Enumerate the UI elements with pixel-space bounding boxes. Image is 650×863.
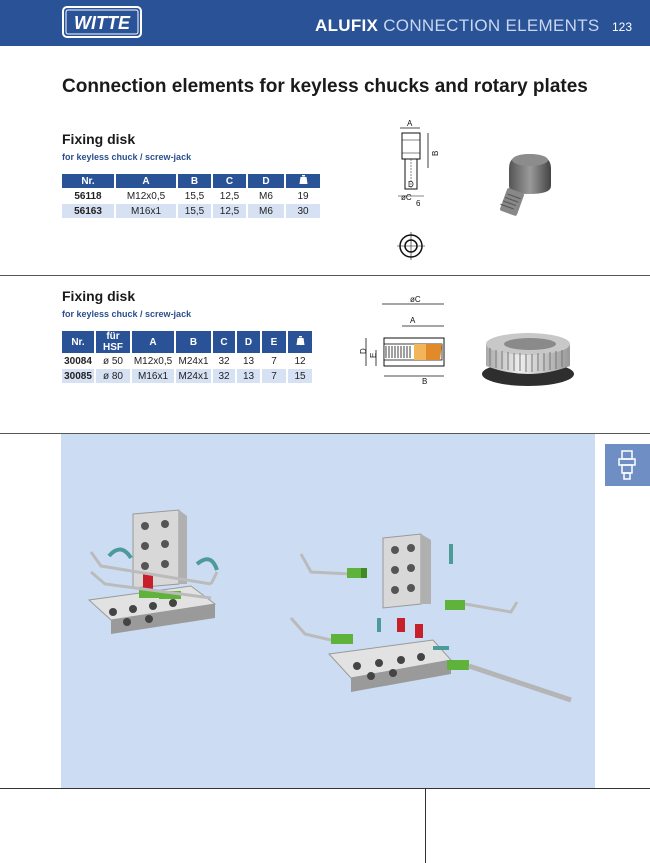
- dim-label-b: B: [422, 377, 427, 386]
- cell: M16x1: [116, 204, 176, 218]
- dim-label-d: D: [408, 180, 414, 189]
- col-header-d: D: [248, 174, 284, 188]
- page-number: 123: [612, 20, 633, 34]
- dim-label-a: A: [407, 119, 413, 128]
- table-row: 56163 M16x1 15,5 12,5 M6 30: [62, 204, 320, 218]
- cell: ø 50: [102, 355, 123, 367]
- col-header-weight: [288, 331, 312, 353]
- cell: M6: [259, 190, 273, 202]
- witte-logo: WITTE: [62, 6, 142, 38]
- col-header-c: C: [213, 331, 235, 353]
- section-divider: [0, 275, 650, 276]
- dim-label-d: D: [359, 348, 368, 354]
- section1-title: Fixing disk: [62, 131, 136, 147]
- section2-subtitle: for keyless chuck / screw-jack: [62, 309, 192, 319]
- cell: 13: [237, 369, 260, 383]
- col-header-a: A: [116, 174, 176, 188]
- section1-spec-table: Nr. A B C D 56118 M12x0,5 15,5 12,5 M6 1…: [60, 173, 322, 219]
- col-header-nr: Nr.: [62, 331, 94, 353]
- cell: M24x1: [178, 355, 209, 367]
- brand-rest: CONNECTION ELEMENTS: [383, 16, 600, 35]
- cell: 7: [271, 355, 277, 367]
- col-header-b: B: [178, 174, 211, 188]
- cell: 15,5: [184, 190, 205, 202]
- weight-icon: [299, 175, 307, 184]
- section2-technical-drawing: øC A D E B: [359, 295, 445, 386]
- catalog-section-title: ALUFIX CONNECTION ELEMENTS: [315, 16, 600, 36]
- section2-product-photo: [482, 333, 574, 386]
- exploded-connection-illustration: [289, 533, 572, 703]
- assembly-illustration: [87, 509, 572, 703]
- cell: 7: [262, 369, 286, 383]
- table-row: 30084 ø 50 M12x0,5 M24x1 32 13 7 12: [62, 354, 312, 368]
- brand-bold: ALUFIX: [315, 16, 379, 35]
- cell: 12: [294, 355, 306, 367]
- cell: 12,5: [213, 204, 246, 218]
- dim-label-e: 6: [416, 199, 421, 208]
- col-header-weight: [286, 174, 320, 188]
- dim-label-a: A: [410, 316, 416, 325]
- cell: 56118: [74, 190, 102, 202]
- cell: 13: [242, 355, 255, 367]
- footer-divider: [0, 788, 650, 789]
- cell: 30: [286, 204, 320, 218]
- cell: M24x1: [176, 369, 211, 383]
- col-header-d: D: [237, 331, 260, 353]
- dim-label-c: øC: [410, 295, 421, 304]
- assembled-connection-illustration: [87, 509, 219, 634]
- col-header-nr: Nr.: [62, 174, 114, 188]
- page-header: WITTE ALUFIX CONNECTION ELEMENTS 123: [0, 0, 650, 46]
- section2-spec-table: Nr. für HSF A B C D E 30084 ø 50 M12x0,5…: [60, 330, 314, 384]
- cell: 30084: [64, 355, 92, 367]
- cell: M12x0,5: [133, 355, 173, 367]
- col-header-e: E: [262, 331, 286, 353]
- page-title: Connection elements for keyless chucks a…: [62, 76, 588, 97]
- cell: 12,5: [219, 190, 240, 202]
- dim-label-b: B: [431, 151, 440, 156]
- footer-column-divider: [425, 788, 426, 863]
- table-header-row: Nr. für HSF A B C D E: [62, 331, 312, 353]
- section1-subtitle: for keyless chuck / screw-jack: [62, 152, 192, 162]
- col-header-b: B: [176, 331, 211, 353]
- assembly-illustration-panel: [61, 434, 595, 788]
- section2-title: Fixing disk: [62, 288, 136, 304]
- cell: 56163: [62, 204, 114, 218]
- section1-product-photo: [500, 154, 551, 216]
- col-header-a: A: [132, 331, 174, 353]
- section-divider: [0, 433, 650, 434]
- cell: 32: [213, 369, 235, 383]
- cell: 19: [297, 190, 309, 202]
- dim-label-c: øC: [401, 193, 412, 202]
- col-header-fuer-hsf: für HSF: [96, 331, 130, 353]
- section1-technical-drawing: A B D øC 6: [397, 119, 440, 260]
- table-row: 56118 M12x0,5 15,5 12,5 M6 19: [62, 189, 320, 203]
- cell: ø 80: [96, 369, 130, 383]
- cell: M16x1: [132, 369, 174, 383]
- cell: 15: [288, 369, 312, 383]
- dim-label-e: E: [369, 353, 378, 358]
- cell: 30085: [62, 369, 94, 383]
- cell: 32: [218, 355, 230, 367]
- category-side-tab[interactable]: [605, 444, 650, 486]
- weight-icon: [296, 336, 304, 345]
- col-header-c: C: [213, 174, 246, 188]
- cell: 15,5: [178, 204, 211, 218]
- table-header-row: Nr. A B C D: [62, 174, 320, 188]
- svg-text:WITTE: WITTE: [74, 13, 131, 33]
- cell: M12x0,5: [126, 190, 166, 202]
- connection-element-icon: [618, 450, 636, 480]
- table-row: 30085 ø 80 M16x1 M24x1 32 13 7 15: [62, 369, 312, 383]
- cell: M6: [248, 204, 284, 218]
